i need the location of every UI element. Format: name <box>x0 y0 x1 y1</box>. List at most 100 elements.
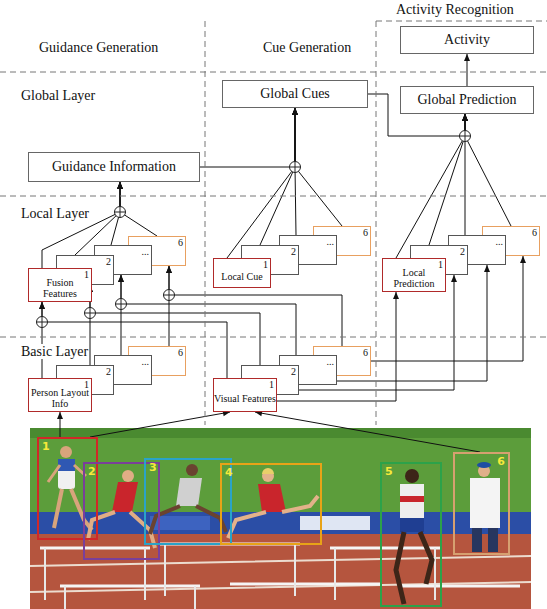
arrow-head <box>117 182 123 189</box>
athlete-figure <box>228 468 318 538</box>
index-number: 2 <box>291 366 296 377</box>
callout-number: 4 <box>225 466 233 479</box>
index-number: 2 <box>106 366 111 377</box>
layer-label: Basic Layer <box>20 344 89 360</box>
connector <box>260 108 298 245</box>
index-number: ... <box>142 356 150 367</box>
column-heading: Cue Generation <box>262 40 352 56</box>
person-bounding-box: 4 <box>220 463 322 545</box>
arrow-head <box>117 182 123 189</box>
column-heading: Activity Recognition <box>395 2 515 17</box>
connector-line <box>255 412 480 452</box>
index-number: 1 <box>269 379 274 390</box>
figure-part <box>85 308 96 319</box>
figure-part <box>460 131 471 142</box>
figure-part <box>122 470 134 482</box>
figure-part <box>460 131 471 142</box>
figure-part <box>37 317 48 328</box>
index-number: 1 <box>84 379 89 390</box>
connector <box>57 412 63 437</box>
arrow-head <box>39 302 45 309</box>
grass-band <box>30 428 531 438</box>
figure-part <box>58 459 75 489</box>
guidance-box: Guidance Information <box>28 152 200 182</box>
athlete-figure <box>150 464 226 534</box>
box-text: Fusion Features <box>29 271 91 299</box>
box-text: Activity <box>444 32 490 48</box>
figure-part <box>164 290 175 301</box>
arrow-head <box>462 114 468 121</box>
layer-label: Global Layer <box>20 88 96 104</box>
box-text: Global Prediction <box>417 92 516 108</box>
local-cue-box: Local Cue1 <box>213 258 271 288</box>
dashed-divider <box>376 21 377 425</box>
figure-part <box>470 478 500 528</box>
person-layout-box: Person Layout Info1 <box>28 378 92 412</box>
figure-part <box>58 459 75 471</box>
figure-part <box>400 496 424 502</box>
connector <box>464 54 470 86</box>
sum-symbol <box>115 207 126 218</box>
arrow-head <box>484 265 490 272</box>
sum-symbol <box>164 290 175 301</box>
global-prediction-box: Global Prediction <box>400 86 534 114</box>
visual-feature-box: Visual Features1 <box>213 378 277 412</box>
callout-number: 1 <box>42 440 50 453</box>
arrow-head <box>292 108 298 115</box>
box-text: Person Layout Info <box>29 381 91 409</box>
index-number: 2 <box>460 246 465 257</box>
person-bounding-box: 6 <box>453 452 510 555</box>
figure-part <box>290 162 301 173</box>
dashed-divider <box>0 196 547 197</box>
index-number: 6 <box>178 237 183 248</box>
connector-line <box>260 108 295 245</box>
layer-label: Global Layer <box>20 88 96 103</box>
figure-part <box>60 446 72 458</box>
arrow-head <box>462 114 468 121</box>
arrow-head <box>117 182 123 189</box>
arrow-head <box>292 108 298 115</box>
index-number: 6 <box>178 347 183 358</box>
index-number: ... <box>327 236 335 247</box>
arrow-head <box>462 114 468 121</box>
sum-symbol <box>290 162 301 173</box>
arrow-head <box>118 275 124 282</box>
arrow-head <box>117 182 123 189</box>
index-number: ... <box>142 246 150 257</box>
figure-part <box>54 489 92 530</box>
figure-part <box>116 299 127 310</box>
index-number: 1 <box>263 259 268 270</box>
figure-part <box>176 478 202 506</box>
box-text: Local Prediction <box>383 261 445 289</box>
figure-part <box>48 465 86 482</box>
person-bounding-box: 1 <box>37 437 98 540</box>
figure-part <box>400 518 424 532</box>
running-track <box>30 534 531 609</box>
hurdle-bar <box>40 544 520 586</box>
connector <box>255 410 480 452</box>
column-heading: Activity Recognition <box>395 2 515 18</box>
arrow-head <box>118 275 124 282</box>
person-bounding-box: 3 <box>144 458 232 545</box>
index-number: 6 <box>363 227 368 238</box>
index-number: ... <box>327 356 335 367</box>
sum-symbol <box>37 317 48 328</box>
column-heading: Guidance Generation <box>38 40 159 56</box>
dashed-divider <box>205 21 206 425</box>
connector-line <box>295 108 342 226</box>
figure-part <box>472 528 482 552</box>
callout-number: 3 <box>149 461 157 474</box>
callout-number: 5 <box>385 465 393 478</box>
figure-part <box>488 528 498 552</box>
figure-part <box>85 308 96 319</box>
figure-part <box>150 506 226 534</box>
arrow-head <box>292 108 298 115</box>
callout-number: 2 <box>88 465 96 478</box>
index-number: 2 <box>291 246 296 257</box>
connector <box>90 410 230 437</box>
sum-symbol <box>460 131 471 142</box>
dashed-divider <box>0 21 547 425</box>
dashed-divider <box>0 72 547 73</box>
